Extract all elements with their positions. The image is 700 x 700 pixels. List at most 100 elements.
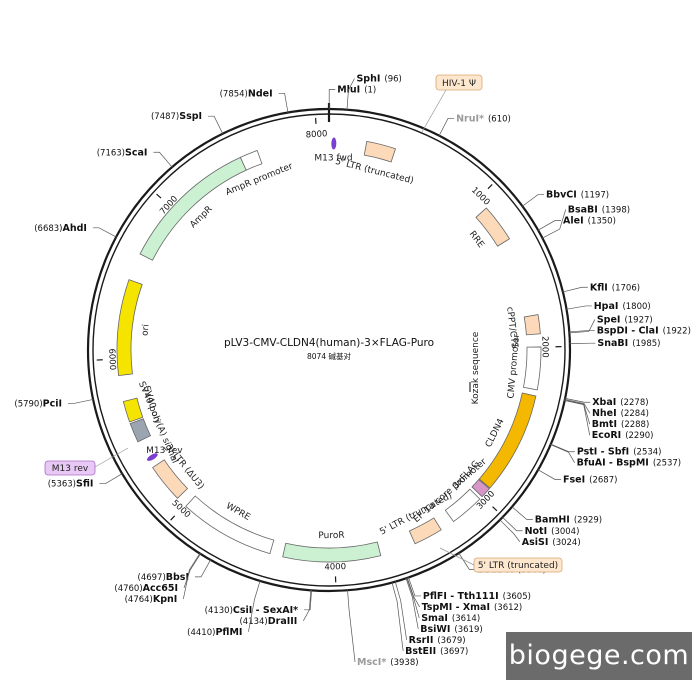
site-alei[interactable]: AleI(1350) bbox=[563, 216, 616, 227]
kozak-label: Kozak sequence bbox=[471, 331, 481, 404]
site-scai[interactable]: (7163)ScaI bbox=[97, 147, 148, 158]
site-name: NotI bbox=[525, 526, 548, 537]
site-mlui[interactable]: MluI(1) bbox=[337, 85, 376, 96]
site-sspi[interactable]: (7487)SspI bbox=[151, 111, 202, 122]
site-xbai[interactable]: XbaI(2278) bbox=[592, 397, 648, 408]
primer-m13-fwd[interactable] bbox=[331, 137, 337, 150]
site-leader bbox=[99, 473, 123, 485]
site-bbvci[interactable]: BbvCI(1197) bbox=[546, 190, 609, 201]
site-leader bbox=[347, 589, 356, 662]
site-rsrii[interactable]: RsrII(3679) bbox=[409, 635, 466, 646]
callout-hiv1-psi[interactable]: HIV-1 Ψ bbox=[421, 74, 483, 133]
callout-5ltr[interactable]: 5' LTR (truncated) bbox=[439, 547, 563, 573]
feature-ampr[interactable] bbox=[139, 156, 247, 261]
feature-sv40-ori[interactable] bbox=[122, 397, 144, 423]
feature-5-ltr-truncated[interactable] bbox=[408, 517, 442, 545]
site-psti-sbfi[interactable]: PstI - SbfI(2534) bbox=[577, 447, 662, 458]
plasmid-length: 8074 碱基对 bbox=[307, 351, 351, 361]
site-sphi[interactable]: SphI(96) bbox=[356, 74, 401, 85]
site-ndei[interactable]: (7854)NdeI bbox=[220, 88, 273, 99]
feature-5-ltr-truncated[interactable] bbox=[363, 140, 397, 163]
feature-ef-1-core-promoter[interactable] bbox=[444, 488, 481, 523]
site-csii-sexai[interactable]: (4130)CsiI - SexAI* bbox=[205, 605, 299, 616]
site-snabi[interactable]: SnaBI(1985) bbox=[597, 338, 660, 349]
site-pflmi[interactable]: (4410)PflMI bbox=[187, 627, 242, 638]
site-bsiwi[interactable]: BsiWI(3619) bbox=[420, 624, 482, 635]
site-position: (4760) bbox=[114, 584, 142, 594]
tick-mark bbox=[492, 506, 498, 512]
site-sfii[interactable]: (5363)SfiI bbox=[48, 479, 94, 490]
feature-puror[interactable] bbox=[282, 541, 382, 563]
feature-wpre[interactable] bbox=[185, 495, 275, 555]
feature-label: SV40 ori bbox=[141, 385, 162, 424]
site-leader bbox=[564, 399, 591, 425]
site-ecori[interactable]: EcoRI(2290) bbox=[592, 430, 654, 441]
feature-cppt-cts[interactable] bbox=[523, 314, 541, 336]
feature-cmv-promoter[interactable] bbox=[522, 346, 542, 391]
site-leader bbox=[541, 209, 567, 239]
site-position: (1398) bbox=[602, 206, 630, 216]
site-draiii[interactable]: (4134)DraIII bbox=[239, 616, 297, 627]
site-leader bbox=[278, 92, 289, 114]
site-leader bbox=[248, 580, 261, 632]
site-pflfi-tth111i[interactable]: PflFI - Tth111I (3605) bbox=[423, 591, 531, 602]
callout-m13-rev[interactable]: M13 rev bbox=[44, 447, 129, 476]
feature-sv40-poly-a-signal[interactable] bbox=[129, 418, 152, 443]
site-tspmi-xmai[interactable]: TspMI - XmaI(3612) bbox=[422, 602, 523, 613]
tick-label: 4000 bbox=[324, 562, 346, 573]
site-position: (1197) bbox=[581, 191, 609, 201]
site-leader bbox=[511, 506, 533, 520]
watermark: biogege.com bbox=[506, 632, 692, 680]
site-position: (1927) bbox=[624, 315, 652, 325]
site-name: MscI* bbox=[357, 657, 386, 668]
site-nrui[interactable]: NruI*(610) bbox=[456, 113, 511, 124]
site-position: (3605) bbox=[503, 592, 531, 602]
feature-3xflag[interactable] bbox=[471, 478, 490, 498]
site-leader bbox=[406, 577, 420, 619]
feature-cldn4[interactable] bbox=[478, 392, 537, 489]
site-name: ScaI bbox=[125, 147, 147, 158]
site-noti[interactable]: NotI(3004) bbox=[525, 526, 580, 537]
site-leader bbox=[391, 582, 404, 651]
site-bfuai-bspmi[interactable]: BfuAI - BspMI(2537) bbox=[577, 458, 682, 469]
site-leader bbox=[550, 444, 575, 463]
feature-label: ori bbox=[140, 324, 151, 337]
feature-rre[interactable] bbox=[475, 207, 511, 247]
tick-mark bbox=[170, 515, 176, 521]
site-name: XbaI bbox=[592, 397, 616, 408]
site-bmti[interactable]: BmtI(2288) bbox=[592, 419, 649, 430]
site-nhei[interactable]: NheI(2284) bbox=[592, 408, 649, 419]
site-fsei[interactable]: FseI(2687) bbox=[563, 474, 617, 485]
site-bbsi[interactable]: (4697)BbsI bbox=[138, 572, 190, 583]
site-pcii[interactable]: (5790)PciI bbox=[14, 398, 62, 409]
site-bamhi[interactable]: BamHI(2929) bbox=[535, 515, 602, 526]
site-leader bbox=[153, 151, 173, 168]
site-position: (96) bbox=[384, 75, 401, 85]
site-leader bbox=[521, 194, 545, 207]
site-bspdi-clai[interactable]: BspDI - ClaI(1922) bbox=[597, 325, 691, 336]
site-position: (1) bbox=[364, 86, 376, 96]
site-acc65i[interactable]: (4760)Acc65I bbox=[114, 583, 178, 594]
site-ahdi[interactable]: (6683)AhdI bbox=[34, 223, 87, 234]
feature-ampr-promoter[interactable] bbox=[239, 150, 263, 171]
site-hpai[interactable]: HpaI(1800) bbox=[594, 301, 651, 312]
site-name: FseI bbox=[563, 474, 585, 485]
site-name: AsiSI bbox=[522, 537, 549, 548]
site-spei[interactable]: SpeI(1927) bbox=[597, 314, 653, 325]
primer-m13-rev[interactable] bbox=[146, 452, 159, 462]
site-name: PflFI - Tth111I bbox=[423, 591, 499, 602]
site-position: (2290) bbox=[625, 431, 653, 441]
feature-ori[interactable] bbox=[116, 279, 143, 377]
feature-3-ltr-u3[interactable] bbox=[152, 459, 189, 499]
site-bsabi[interactable]: BsaBI(1398) bbox=[568, 205, 630, 216]
tick-mark bbox=[487, 183, 493, 190]
site-kfli[interactable]: KflI(1706) bbox=[590, 282, 640, 293]
site-asisi[interactable]: AsiSI(3024) bbox=[522, 537, 581, 548]
tick-label: 8000 bbox=[306, 129, 328, 140]
site-smai[interactable]: SmaI(3614) bbox=[421, 613, 480, 624]
site-msci[interactable]: MscI*(3938) bbox=[357, 657, 419, 668]
feature-label: PuroR bbox=[318, 531, 344, 541]
site-leader bbox=[537, 469, 562, 480]
site-bsteii[interactable]: BstEII(3697) bbox=[405, 646, 468, 657]
site-kpni[interactable]: (4764)KpnI bbox=[125, 594, 178, 605]
